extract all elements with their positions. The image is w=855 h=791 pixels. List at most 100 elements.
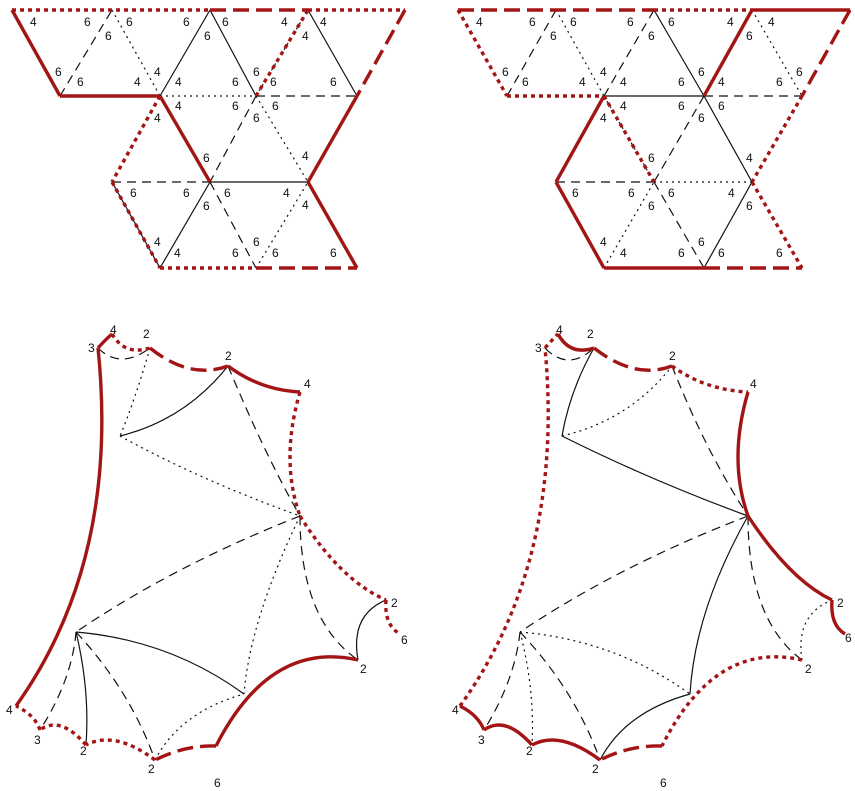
boundary-arc <box>38 723 88 747</box>
vertex-label: 2 <box>391 596 398 610</box>
boundary-arc <box>85 738 157 762</box>
angle-label: 4 <box>476 15 483 29</box>
angle-label: 4 <box>175 75 182 89</box>
boundary-arc <box>556 333 595 352</box>
angle-label: 4 <box>746 151 753 165</box>
inner-arcs <box>483 347 833 761</box>
boundary <box>10 8 407 270</box>
vertex-label: 4 <box>556 323 563 337</box>
edge <box>159 9 211 97</box>
inner-arcs <box>39 347 387 761</box>
vertex-label: 3 <box>478 733 485 747</box>
edge <box>751 9 803 97</box>
angle-label: 4 <box>620 75 627 89</box>
arc <box>483 631 521 731</box>
angle-labels: 4 6 6 6 6 6 6 4 4 4 6 6 4 4 4 6 6 6 6 4 … <box>30 15 337 260</box>
angle-label: 6 <box>105 29 112 43</box>
angle-label: 6 <box>232 99 239 113</box>
boundary-edge <box>306 181 359 269</box>
boundary-arc <box>226 364 301 394</box>
angle-label: 6 <box>648 151 655 165</box>
angle-label: 4 <box>600 65 607 79</box>
edge <box>111 9 161 97</box>
angle-label: 6 <box>570 15 577 29</box>
vertex-label: 4 <box>6 703 13 717</box>
angle-label: 4 <box>768 15 775 29</box>
boundary-arc <box>154 744 217 762</box>
boundary <box>14 332 401 762</box>
vertex-labels: 3 4 2 2 4 2 6 2 6 2 2 3 4 <box>452 323 852 790</box>
arc <box>599 693 691 761</box>
boundary-edge <box>10 9 62 97</box>
angle-label: 4 <box>302 198 309 212</box>
angle-label: 6 <box>698 111 705 125</box>
vertex-label: 2 <box>837 596 844 610</box>
angle-label: 6 <box>718 99 725 113</box>
edge <box>255 95 309 183</box>
angle-label: 4 <box>600 111 607 125</box>
edge <box>555 9 605 97</box>
boundary-arc <box>459 704 486 731</box>
vertex-label: 6 <box>401 633 408 647</box>
angle-label: 6 <box>678 246 685 260</box>
edge <box>703 95 753 183</box>
edge <box>59 9 113 97</box>
angle-label: 6 <box>550 29 557 43</box>
arc <box>299 515 359 661</box>
vertex-label: 2 <box>143 327 150 341</box>
vertex-label: 3 <box>535 341 542 355</box>
angle-label: 6 <box>776 75 783 89</box>
vertex-label: 4 <box>750 377 757 391</box>
angle-label: 6 <box>776 246 783 260</box>
angle-label: 6 <box>648 29 655 43</box>
angle-label: 6 <box>627 15 634 29</box>
arc <box>747 515 803 661</box>
angle-label: 6 <box>270 75 277 89</box>
angle-label: 6 <box>126 15 133 29</box>
angle-label: 4 <box>600 235 607 249</box>
angle-label: 6 <box>204 29 211 43</box>
arc <box>519 515 749 633</box>
edge <box>307 9 358 97</box>
hyperbolic-polygon-left: 3 4 2 2 4 2 6 2 6 2 2 3 4 <box>6 323 408 790</box>
boundary-arc <box>298 515 387 602</box>
vertex-label: 2 <box>592 762 599 776</box>
boundary <box>456 8 852 270</box>
arc <box>689 515 749 695</box>
vertex-labels: 3 4 2 2 4 2 6 2 6 2 2 3 4 <box>6 323 408 790</box>
angle-label: 6 <box>130 186 137 200</box>
vertex-label: 3 <box>88 341 95 355</box>
angle-label: 6 <box>183 186 190 200</box>
angle-label: 4 <box>320 15 327 29</box>
boundary-arc <box>214 655 359 747</box>
angle-label: 4 <box>283 186 290 200</box>
euclidean-tiling-right: 4 6 6 6 6 6 6 4 4 6 6 6 4 4 4 6 6 4 6 6 … <box>456 8 852 270</box>
boundary-edge <box>456 9 509 97</box>
angle-label: 6 <box>572 186 579 200</box>
boundary-edge <box>355 9 407 97</box>
hyperbolic-polygon-right: 3 4 2 2 4 2 6 2 6 2 2 3 4 <box>452 323 852 790</box>
vertex-label: 2 <box>225 349 232 363</box>
vertex-label: 6 <box>845 631 852 645</box>
boundary-arc <box>15 704 42 731</box>
boundary-arc <box>384 599 401 636</box>
angle-label: 4 <box>175 99 182 113</box>
arc <box>119 435 301 517</box>
boundary-arc <box>148 346 229 372</box>
angle-label: 4 <box>154 111 161 125</box>
boundary-arc <box>736 391 750 517</box>
edge <box>653 95 705 183</box>
angle-label: 4 <box>620 246 627 260</box>
angle-label: 6 <box>232 75 239 89</box>
boundary-arc <box>531 738 602 762</box>
edge <box>255 181 309 269</box>
angle-label: 6 <box>529 15 536 29</box>
angle-label: 6 <box>77 75 84 89</box>
vertex-label: 4 <box>304 377 311 391</box>
edge <box>506 9 557 97</box>
angle-label: 6 <box>718 246 725 260</box>
angle-label: 6 <box>678 75 685 89</box>
angle-label: 6 <box>253 111 260 125</box>
arc <box>75 515 301 633</box>
